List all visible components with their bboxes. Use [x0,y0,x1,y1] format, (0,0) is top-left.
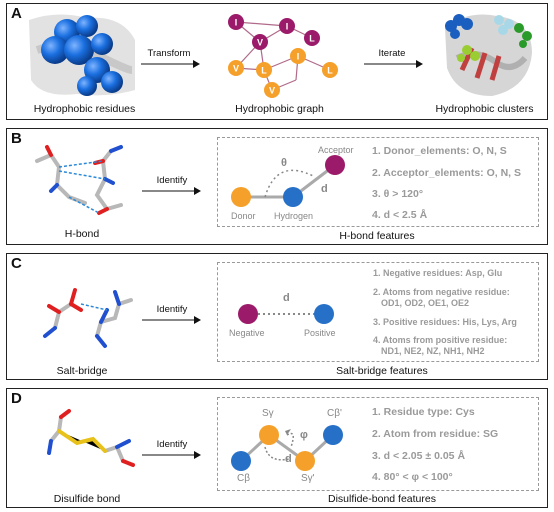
hydrogen-label: Hydrogen [274,211,314,221]
graph-node-v: V [228,60,244,76]
salt-bridge-feature-2-line2: OD1, OD2, OE1, OE2 [381,298,470,308]
caption-disulfide-bond-features: Disulfide-bond features [328,493,436,505]
caption-salt-bridge-features: Salt-bridge features [336,365,428,377]
h-bond-geometry-diagram [231,155,345,207]
transform-arrow [141,60,200,68]
salt-bridge-molecule-image [43,288,133,348]
caption-hydrophobic-graph: Hydrophobic graph [235,103,324,115]
caption-disulfide-bond: Disulfide bond [53,493,121,505]
salt-bridge-feature-3-line1: 3. Positive residues: His, Lys, Arg [373,317,517,327]
arrow-label-identify-c: Identify [156,304,188,315]
panel-d: D Disulfide bond Identify Sγ Cβ' φ d Cβ … [6,388,548,508]
graph-node-v: V [264,82,280,98]
panel-a-label: A [11,5,22,22]
svg-text:L: L [261,66,267,76]
acceptor-label: Acceptor [318,145,354,155]
svg-text:L: L [309,34,315,44]
panel-b-label: B [11,130,22,147]
disulfide-feature-3: 3. d < 2.05 ± 0.05 Å [372,450,466,462]
svg-text:L: L [327,66,333,76]
salt-bridge-feature-4-line2: ND1, NE2, NZ, NH1, NH2 [381,346,485,356]
caption-h-bond-features: H-bond features [339,230,415,242]
salt-bridge-geometry-diagram [238,304,334,324]
svg-text:V: V [257,38,263,48]
graph-node-i: I [279,18,295,34]
arrow-label-identify-b: Identify [156,175,188,186]
salt-bridge-feature-4-line1: 4. Atoms from positive residue: [373,335,508,345]
arrow-label-identify-d: Identify [156,439,188,450]
h-bond-features-box [217,137,539,227]
arrow-label-iterate: Iterate [378,48,406,59]
panel-a: A Hydrophobic residues Transform [6,3,548,120]
svg-text:I: I [286,22,289,32]
d-label-d: d [285,453,292,465]
graph-node-l: L [322,62,338,78]
salt-bridge-feature-2: 2. Atoms from negative residue: OD1, OD2… [373,287,510,309]
negative-label: Negative [229,328,265,338]
svg-text:I: I [235,18,238,28]
panel-d-label: D [11,390,22,407]
d-label-b: d [321,183,328,195]
c-beta-label: Cβ [237,473,250,484]
graph-node-v: V [252,34,268,50]
arrow-label-transform: Transform [147,48,191,59]
identify-arrow-c [142,316,201,324]
h-bond-feature-3: 3. θ > 120° [372,188,424,200]
hydrophobic-residues-image [29,14,135,96]
disulfide-feature-4: 4. 80° < φ < 100° [372,471,453,483]
phi-label: φ [300,429,308,441]
salt-bridge-feature-1: 1. Negative residues: Asp, Glu [373,268,502,279]
h-bond-feature-2: 2. Acceptor_elements: O, N, S [372,167,521,179]
panel-c-label: C [11,255,22,272]
hydrophobic-clusters-image [445,14,532,96]
disulfide-features-box [217,397,539,491]
iterate-arrow [364,60,423,68]
graph-node-l: L [304,30,320,46]
s-gamma-prime-label: Sγ' [301,473,315,484]
c-beta-prime-label: Cβ' [327,408,342,419]
caption-salt-bridge: Salt-bridge [56,365,108,377]
identify-arrow-b [142,187,201,195]
d-label-c: d [283,292,290,304]
identify-arrow-d [142,451,201,459]
caption-hydrophobic-clusters: Hydrophobic clusters [435,103,534,115]
disulfide-geometry-diagram [231,425,343,471]
s-gamma-label: Sγ [262,408,274,419]
graph-node-l: L [256,62,272,78]
disulfide-molecule-image [47,409,135,467]
h-bond-feature-4: 4. d < 2.5 Å [372,209,428,221]
graph-node-i: I [228,14,244,30]
h-bond-molecule-image [35,145,123,215]
salt-bridge-features-box [217,262,539,362]
positive-label: Positive [304,328,336,338]
donor-label: Donor [231,211,256,221]
disulfide-feature-2: 2. Atom from residue: SG [372,428,499,440]
panel-c: C Salt-bridge Identify d Negative Positi… [6,253,548,380]
svg-text:V: V [269,86,275,96]
caption-h-bond: H-bond [64,228,100,240]
theta-label: θ [281,157,287,169]
graph-node-i: I [290,48,306,64]
salt-bridge-feature-1-line1: 1. Negative residues: Asp, Glu [373,268,503,278]
caption-hydrophobic-residues: Hydrophobic residues [33,103,136,115]
salt-bridge-feature-2-line1: 2. Atoms from negative residue: [373,287,510,297]
disulfide-feature-1: 1. Residue type: Cys [372,406,475,418]
svg-text:V: V [233,64,239,74]
panel-b: B H-bond Identify θ d Acceptor Donor Hyd… [6,128,548,245]
svg-text:I: I [297,52,300,62]
salt-bridge-feature-4: 4. Atoms from positive residue: ND1, NE2… [373,335,507,357]
h-bond-feature-1: 1. Donor_elements: O, N, S [372,145,507,157]
salt-bridge-feature-3: 3. Positive residues: His, Lys, Arg [373,317,517,328]
